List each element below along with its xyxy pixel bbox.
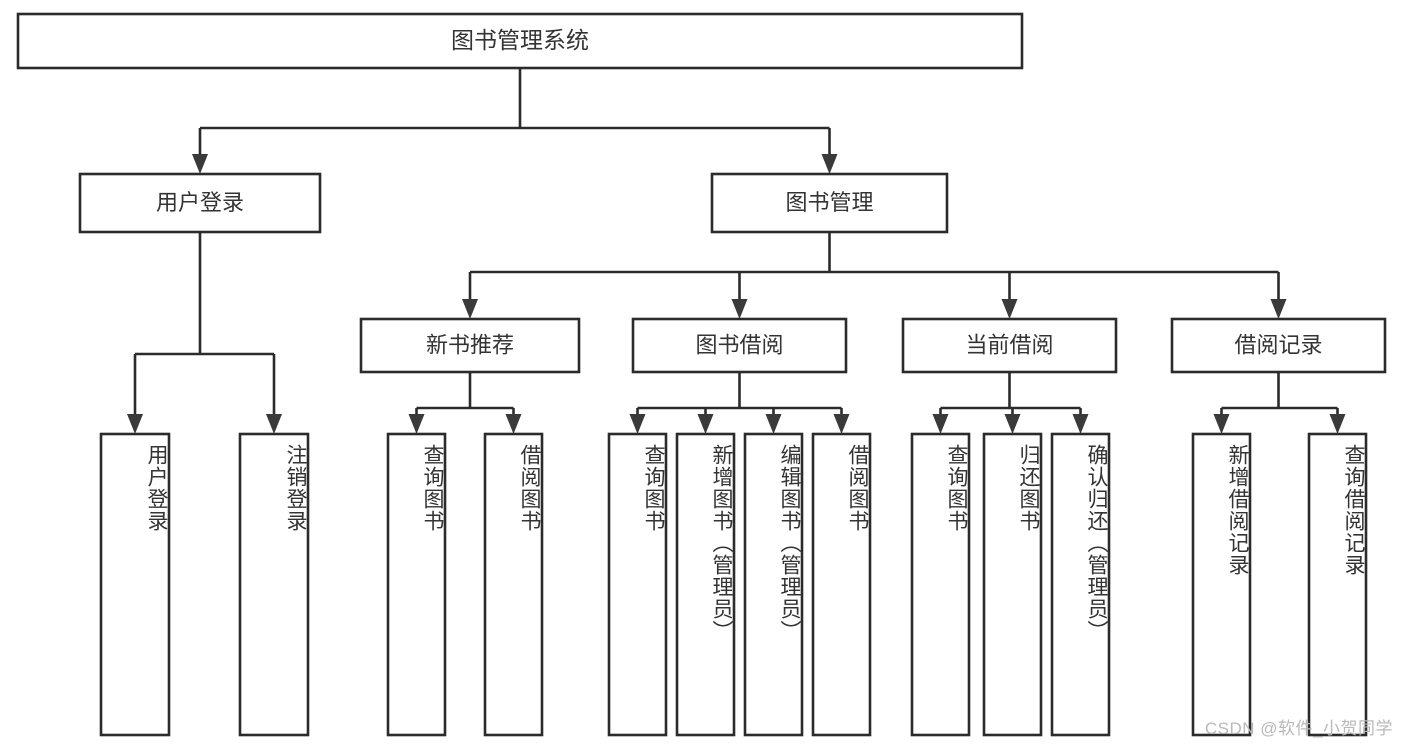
- arrow-head-g0-1: [505, 414, 522, 434]
- node-box-root[interactable]: [16, 12, 1024, 70]
- node-box-book-borrow[interactable]: [631, 317, 848, 374]
- arrow-head-g1-2: [765, 414, 782, 434]
- arrow-head-userlogin-1: [266, 414, 282, 434]
- node-box-bb-query-book[interactable]: [607, 432, 668, 737]
- node-label-book-borrow: 图书借阅: [695, 332, 783, 357]
- node-box-bb-borrow-book[interactable]: [811, 432, 872, 737]
- node-label-current-borrow: 当前借阅: [965, 332, 1053, 357]
- node-box-br-query-record[interactable]: [1307, 432, 1368, 737]
- arrow-head-g1-1: [697, 414, 714, 434]
- node-label-book-manage: 图书管理: [785, 190, 873, 215]
- arrow-head-bookmanage-1: [731, 299, 748, 319]
- arrow-head-g1-3: [833, 414, 850, 434]
- node-label-root: 图书管理系统: [451, 27, 589, 53]
- node-label-new-book-recommend: 新书推荐: [426, 332, 514, 357]
- arrow-head-g3-0: [1213, 414, 1230, 434]
- arrow-head-g2-1: [1004, 414, 1021, 434]
- node-box-cb-confirm-return[interactable]: [1050, 432, 1111, 737]
- node-box-nbr-borrow-book[interactable]: [483, 432, 544, 737]
- arrow-head-g1-0: [629, 414, 646, 434]
- node-box-cb-query-book[interactable]: [910, 432, 971, 737]
- node-box-user-logout[interactable]: [238, 432, 310, 737]
- arrow-head-userlogin-0: [127, 414, 143, 434]
- connector-layer: [127, 68, 1346, 434]
- arrow-head-root-0: [192, 154, 208, 174]
- node-box-cb-return-book[interactable]: [982, 432, 1043, 737]
- arrow-head-root-1: [821, 154, 838, 174]
- node-box-br-add-record[interactable]: [1191, 432, 1252, 737]
- arrow-head-g3-1: [1329, 414, 1346, 434]
- arrow-head-bookmanage-3: [1270, 299, 1287, 319]
- box-layer: [16, 12, 1387, 737]
- arrow-head-bookmanage-2: [1001, 299, 1018, 319]
- arrow-head-g2-0: [932, 414, 949, 434]
- arrow-head-bookmanage-0: [462, 299, 478, 319]
- node-box-bb-add-book[interactable]: [675, 432, 736, 737]
- node-box-new-book-recommend[interactable]: [359, 317, 581, 374]
- node-box-user-login-do[interactable]: [99, 432, 171, 737]
- node-box-nbr-query-book[interactable]: [386, 432, 447, 737]
- node-box-current-borrow[interactable]: [901, 317, 1118, 374]
- node-box-borrow-record[interactable]: [1170, 317, 1387, 374]
- node-box-book-manage[interactable]: [710, 172, 949, 234]
- arrow-head-g0-0: [408, 414, 425, 434]
- node-label-user-login: 用户登录: [156, 190, 244, 215]
- watermark-text: CSDN @软件_小贺同学: [1204, 719, 1393, 738]
- node-label-borrow-record: 借阅记录: [1234, 332, 1322, 357]
- arrow-head-g2-2: [1072, 414, 1089, 434]
- node-box-bb-edit-book[interactable]: [743, 432, 804, 737]
- node-box-user-login[interactable]: [78, 172, 322, 234]
